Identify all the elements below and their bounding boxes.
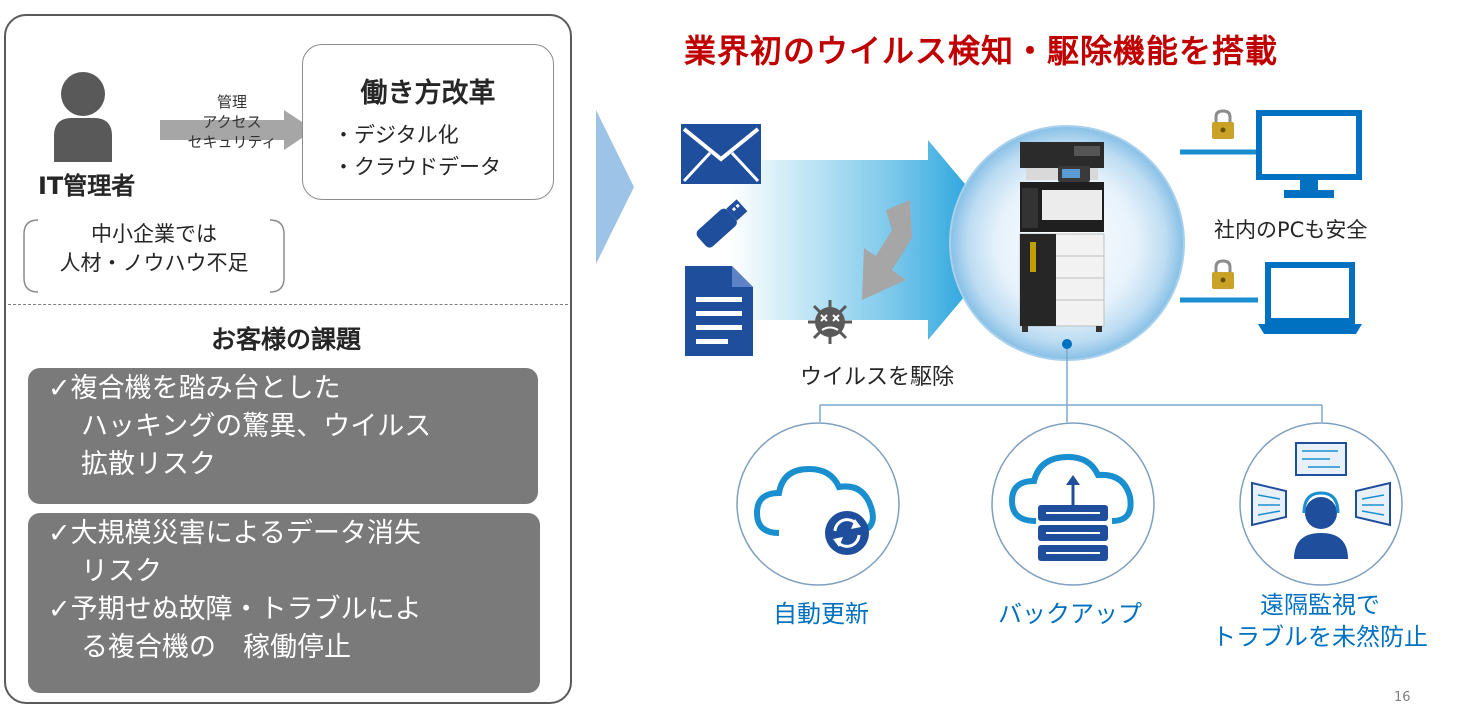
arrow-label-manage: 管理 xyxy=(216,93,247,111)
dashed-divider xyxy=(8,304,568,305)
lock-icon xyxy=(1212,109,1234,139)
workstyle-item-cloud: ・クラウドデータ xyxy=(333,155,501,179)
remote-support-icon xyxy=(1239,422,1403,586)
it-admin-label: IT管理者 xyxy=(38,172,136,200)
issue-line: リスク xyxy=(81,556,162,587)
issue-line: る複合機の 稼働停止 xyxy=(81,632,351,663)
person-icon xyxy=(54,72,112,162)
chevron-right-icon xyxy=(596,110,634,264)
cloud-sync-icon xyxy=(736,422,900,586)
issue-box-hacking: ✓複合機を踏み台とした ハッキングの驚異、ウイルス 拡散リスク xyxy=(28,368,538,504)
usb-drive-icon xyxy=(696,199,748,248)
sme-note: 中小企業では 人材・ノウハウ不足 xyxy=(22,220,286,278)
issue-line: ✓複合機を踏み台とした xyxy=(48,373,341,404)
issues-title: お客様の課題 xyxy=(210,325,361,354)
workstyle-title: 働き方改革 xyxy=(360,78,496,109)
workstyle-reform-box: 働き方改革 ・デジタル化 ・クラウドデータ xyxy=(302,44,554,200)
pc-safe-label: 社内のPCも安全 xyxy=(1214,218,1368,242)
arrow-label-security: セキュリティ xyxy=(187,133,277,151)
lock-icon xyxy=(1212,259,1234,289)
sme-note-line-2: 人材・ノウハウ不足 xyxy=(59,251,249,275)
document-icon xyxy=(685,266,753,356)
issue-line: ✓大規模災害によるデータ消失 xyxy=(48,518,421,549)
arrow-labels: 管理 アクセス セキュリティ xyxy=(172,92,292,152)
diagram-graphics xyxy=(730,125,1323,422)
deflect-arrow xyxy=(862,200,912,300)
sme-note-line-1: 中小企業では xyxy=(91,222,217,246)
monitor-icon xyxy=(1256,110,1362,198)
issue-line: 拡散リスク xyxy=(81,449,216,480)
remote-monitoring-line-1: 遠隔監視で xyxy=(1260,591,1380,619)
remote-monitoring-label: 遠隔監視で トラブルを未然防止 xyxy=(1180,589,1460,653)
laptop-icon xyxy=(1258,262,1362,334)
auto-update-label: 自動更新 xyxy=(773,600,869,628)
backup-label: バックアップ xyxy=(998,600,1142,628)
issue-box-disaster: ✓大規模災害によるデータ消失 リスク ✓予期せぬ故障・トラブルによ る複合機の … xyxy=(28,513,540,693)
arrow-label-access: アクセス xyxy=(202,113,262,131)
virus-icon xyxy=(808,300,852,344)
flow-arrow xyxy=(730,140,1012,340)
sme-note-brackets xyxy=(23,219,285,293)
virus-removal-label: ウイルスを駆除 xyxy=(800,365,955,390)
remote-monitoring-line-2: トラブルを未然防止 xyxy=(1212,623,1428,651)
arrow-right-icon xyxy=(160,110,314,150)
issue-line: ✓予期せぬ故障・トラブルによ xyxy=(48,594,422,625)
issue-line: ハッキングの驚異、ウイルス xyxy=(81,411,432,442)
mail-icon xyxy=(681,124,761,184)
headline: 業界初のウイルス検知・駆除機能を搭載 xyxy=(684,32,1279,70)
mfp-printer-icon xyxy=(1019,142,1105,332)
page-number: 16 xyxy=(1394,690,1411,705)
workstyle-item-digital: ・デジタル化 xyxy=(333,123,459,147)
cloud-server-icon xyxy=(991,422,1155,586)
